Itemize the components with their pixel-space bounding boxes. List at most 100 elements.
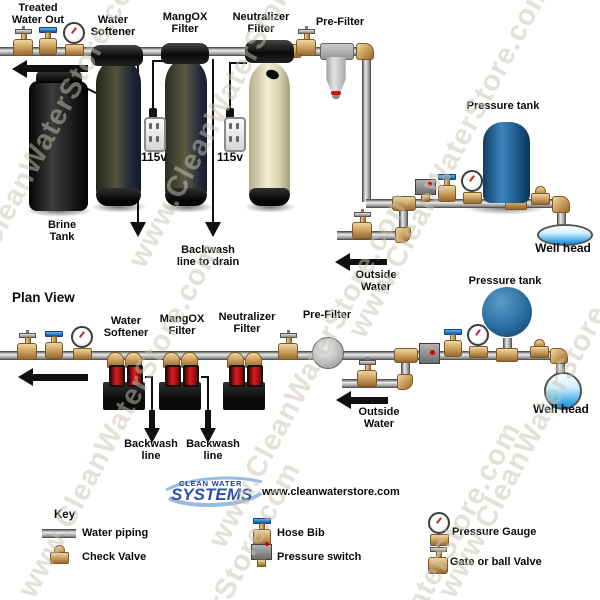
bypass-valve [247,365,263,387]
gate-valve [296,26,316,56]
website-link[interactable]: www.cleanwaterstore.com [262,486,400,498]
well-head-plan [544,372,582,410]
key-item-label: Check Valve [82,551,147,563]
mangox-head [161,43,209,64]
pre-filter-tip [332,95,340,99]
water-piping-icon [42,529,76,538]
outlet-slot [229,136,232,142]
key-title: Key [54,509,76,521]
pipe-elbow [356,43,374,60]
valve-body [357,370,377,387]
well-head-label-plan: Well head [533,402,589,416]
mangox-base [165,188,207,206]
outside-water-arrowhead [335,253,350,271]
outside-water-label: Outside Water [355,269,397,294]
power-cord [152,60,154,110]
well-head-pipe [557,209,566,233]
hose-bib-valve [44,331,64,359]
pipe-coupling [496,348,518,362]
water-softener-label-plan: Water Softener [103,315,149,340]
logo-line1: CLEAN WATER [179,479,243,488]
valve-body [352,222,372,239]
hose-bib-icon [252,518,272,546]
pressure-switch-icon [251,542,272,567]
tank-stem-pipe [503,338,512,352]
pre-filter-ring [331,91,341,95]
outlet-slot [229,123,232,129]
pre-filter-label: Pre-Filter [315,16,365,28]
pipe-elbow [397,374,413,390]
backwash-arrowhead [130,222,146,237]
pre-filter-plan [312,337,344,369]
pressure-gauge [62,22,86,56]
switch-light [265,542,269,546]
gate-valve [352,209,372,239]
power-cord [152,60,164,62]
backwash-arrowhead [200,428,216,443]
valve-body [13,39,33,56]
backwash-line [201,376,209,378]
pressure-gauge-icon [427,512,451,546]
check-valve-icon [50,545,69,564]
valve-body [531,193,550,205]
outside-water-arrowhead-plan [336,391,351,409]
switch-box [419,343,440,364]
bypass-valve [109,365,125,387]
gauge-base [463,192,482,204]
key-item-label: Hose Bib [277,527,325,539]
check-valve [531,186,550,205]
backwash-line [207,376,209,412]
backwash-line [212,59,214,222]
gate-valve-icon [428,544,448,574]
switch-box [415,179,436,195]
valve-knob [437,544,440,547]
hose-bib-valve [38,27,58,55]
key-item-label: Water piping [82,527,149,539]
valve-knob [305,26,308,29]
gauge-base [469,346,488,358]
power-outlet [144,117,166,152]
switch-box [251,544,272,560]
water-softener-base [96,188,141,206]
valve-body [428,557,448,574]
outlet-voltage-label: 115v [216,150,244,164]
pipe-elbow [550,348,568,364]
plan-view-title: Plan View [12,290,75,305]
brine-tank-lid [36,70,82,83]
backwash-line-label: Backwash line [124,438,178,463]
switch-light [430,350,435,355]
valve-body [17,343,37,360]
backwash-arrowhead [144,428,160,443]
valve-knob [22,26,25,29]
valve-knob [361,209,364,212]
pipe-tee [392,196,416,211]
neutralizer-head [245,40,294,63]
neutralizer-label: Neutralizer Filter [232,11,290,36]
pressure-gauge [466,324,490,358]
gauge-dial [63,22,85,44]
water-softener-head [91,45,143,66]
power-plug [226,108,234,118]
pressure-tank-plan [482,287,532,337]
pipe-tee [394,348,418,363]
well-head [537,224,593,246]
gauge-dial [71,326,93,348]
pipe-elbow [552,196,570,213]
pipe-elbow [395,227,411,243]
gauge-base [65,44,84,56]
key-item-label: Pressure switch [277,551,362,563]
treated-water-arrow [26,65,88,72]
water-softener-label: Water Softener [90,14,136,39]
water-softener-tank [96,58,141,196]
treated-water-arrowhead [12,60,27,78]
backwash-line [151,376,153,412]
key-item-label: Gate or ball Valve [450,556,542,568]
pre-filter-body [326,57,346,93]
gauge-base [73,348,92,360]
neutralizer-label-plan: Neutralizer Filter [218,311,276,336]
backwash-drain-label: Backwash line to drain [176,244,240,269]
valve-body [438,185,456,202]
valve-knob [366,357,369,360]
outlet-slot [149,123,152,129]
watermark: www.CleanWaterStore.com [312,416,528,600]
